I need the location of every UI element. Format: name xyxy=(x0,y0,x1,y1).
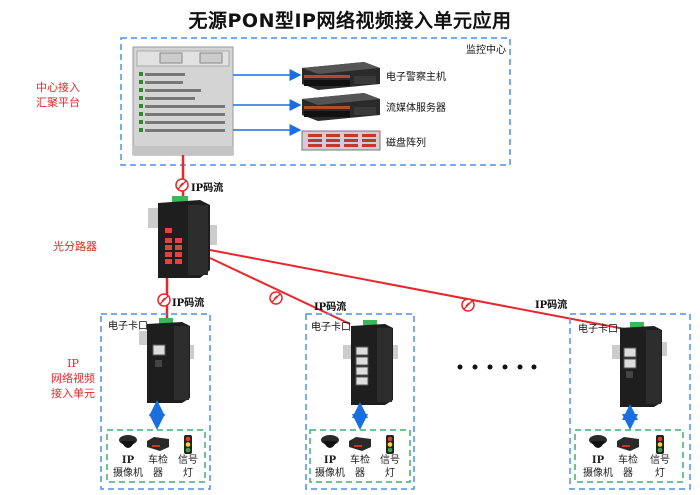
stream-label: IP码流 xyxy=(314,302,347,313)
device-label: 车检器 xyxy=(148,455,168,479)
device-label: 车检器 xyxy=(618,455,638,479)
fiber-break-icon xyxy=(461,298,475,312)
device-label: 信号灯 xyxy=(650,455,670,479)
rack-server-icon xyxy=(302,62,380,90)
access-unit-group xyxy=(305,313,415,490)
device-label: 车检器 xyxy=(350,455,370,479)
access-unit-label: IP 网络视频 接入单元 xyxy=(51,357,95,400)
monitoring-center-label: 监控中心 xyxy=(466,45,506,56)
stream-label: IP码流 xyxy=(535,300,568,311)
traffic-light-icon xyxy=(656,435,664,454)
fiber-break-icon xyxy=(175,178,189,192)
checkpoint-label: 电子卡口 xyxy=(578,324,618,335)
device-label: 信号灯 xyxy=(380,455,400,479)
ip-camera-icon xyxy=(589,435,607,448)
fiber-break-icon xyxy=(157,293,171,307)
traffic-light-icon xyxy=(184,435,192,454)
vehicle-detector-icon xyxy=(147,437,169,451)
unit-1-switch-icon xyxy=(139,318,194,403)
server-label: 磁盘阵列 xyxy=(386,138,426,149)
traffic-light-icon xyxy=(386,435,394,454)
unit-3-switch-icon xyxy=(612,322,667,407)
rack-server-icon xyxy=(302,93,380,121)
access-unit-group xyxy=(100,313,211,490)
page-title: 无源PON型IP网络视频接入单元应用 xyxy=(188,10,512,32)
ip-camera-icon xyxy=(119,435,137,448)
stream-label: IP码流 xyxy=(172,298,205,309)
ip-camera-icon xyxy=(321,435,339,448)
vehicle-detector-icon xyxy=(617,437,639,451)
unit-2-switch-icon xyxy=(343,320,398,405)
checkpoint-label: 电子卡口 xyxy=(311,322,351,333)
access-unit-group xyxy=(569,313,691,490)
disk-array-icon xyxy=(301,130,381,151)
optical-splitter-icon xyxy=(148,196,217,278)
device-group xyxy=(106,429,206,483)
stream-label: IP码流 xyxy=(191,183,224,194)
monitoring-center-group xyxy=(120,37,511,166)
checkpoint-label: 电子卡口 xyxy=(108,321,148,332)
device-group xyxy=(309,429,411,483)
device-group xyxy=(574,429,684,483)
server-label: 流媒体服务器 xyxy=(386,103,446,114)
vehicle-detector-icon xyxy=(349,437,371,451)
server-label: 电子警察主机 xyxy=(386,72,446,83)
center-access-label: 中心接入 汇聚平台 xyxy=(36,81,80,109)
device-label: 信号灯 xyxy=(178,455,198,479)
fiber-break-icon xyxy=(269,291,283,305)
more-units-ellipsis xyxy=(457,364,537,370)
aggregation-chassis-icon xyxy=(132,46,234,156)
splitter-label: 光分路器 xyxy=(53,240,97,253)
